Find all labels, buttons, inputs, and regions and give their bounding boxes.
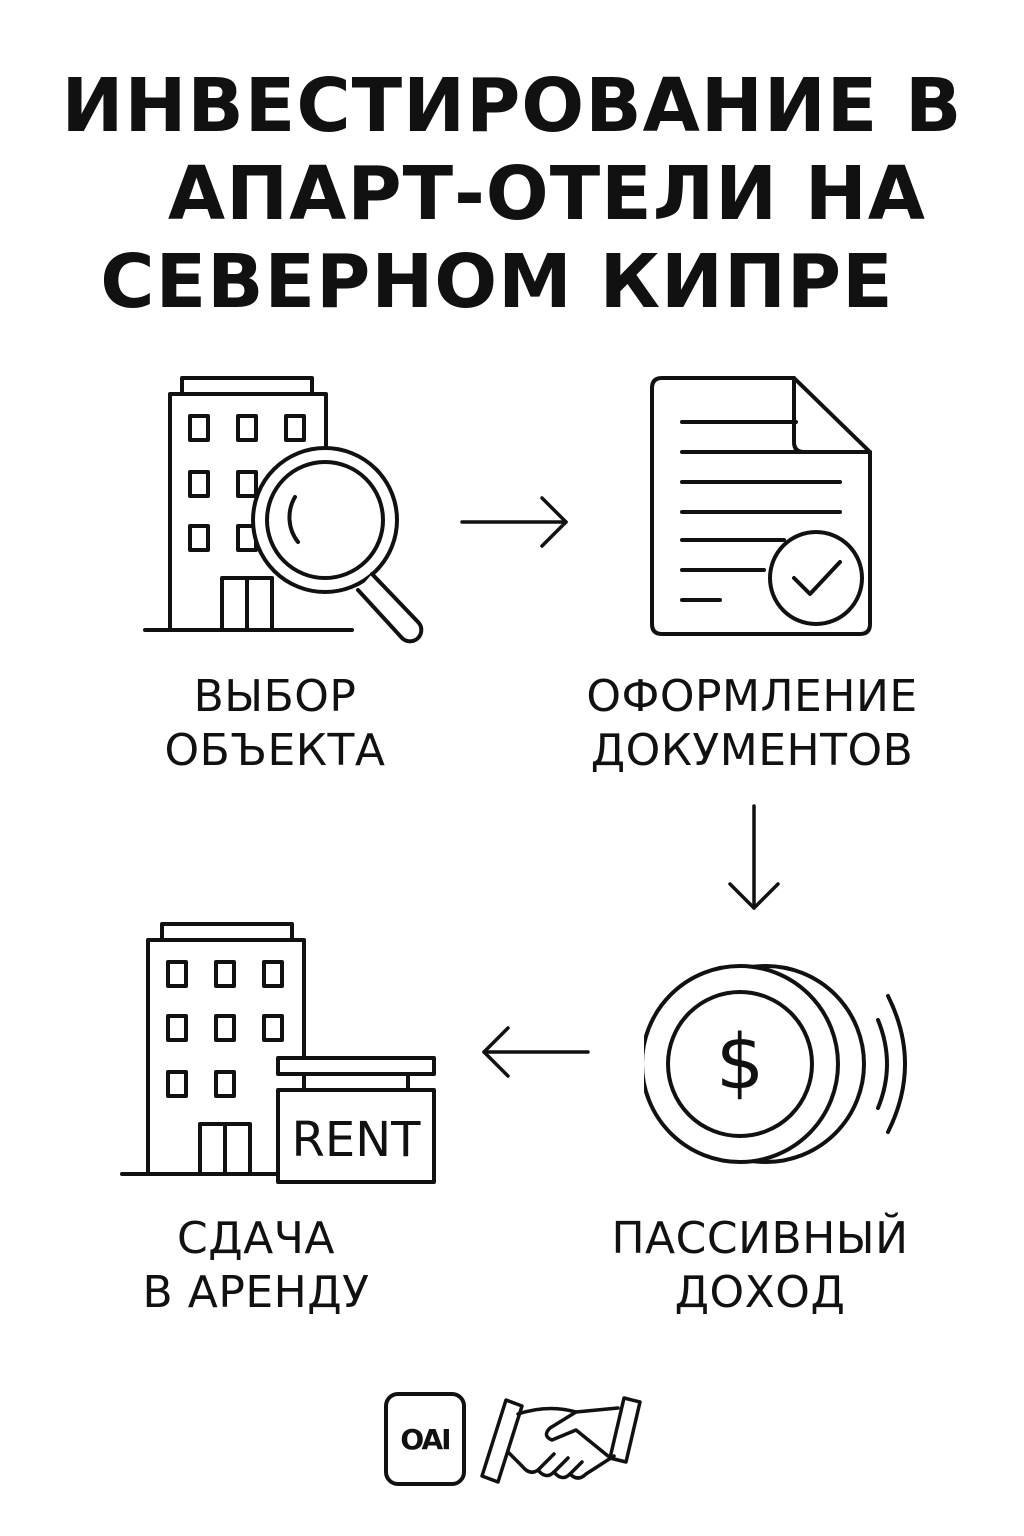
arrow-right-icon xyxy=(460,496,568,548)
arrow-left-icon xyxy=(482,1026,590,1078)
step-label-line: ОБЪЕКТА xyxy=(164,725,386,776)
building-rent-sign-icon: RENT xyxy=(120,922,436,1184)
rent-sign-text: RENT xyxy=(292,1112,422,1168)
step-label-line: ДОКУМЕНТОВ xyxy=(590,725,914,776)
step-label-select-object: ВЫБОР ОБЪЕКТА xyxy=(120,670,430,778)
step-label-line: ДОХОД xyxy=(674,1267,846,1318)
step-label-line: В АРЕНДУ xyxy=(142,1267,370,1318)
building-search-icon xyxy=(143,376,424,644)
handshake-icon xyxy=(480,1396,642,1484)
step-label-line: ВЫБОР xyxy=(193,671,357,722)
title-line-3: СЕВЕРНОМ КИПРЕ xyxy=(100,239,894,325)
step-label-rent-out: СДАЧА В АРЕНДУ xyxy=(96,1212,416,1320)
step-label-passive-income: ПАССИВНЫЙ ДОХОД xyxy=(590,1212,930,1320)
coin-dollar-symbol: $ xyxy=(716,1017,764,1106)
title-line-1: ИНВЕСТИРОВАНИЕ В xyxy=(61,63,963,149)
page-title: ИНВЕСТИРОВАНИЕ В АПАРТ-ОТЕЛИ НА СЕВЕРНОМ… xyxy=(0,62,1024,326)
step-label-documents: ОФОРМЛЕНИЕ ДОКУМЕНТОВ xyxy=(572,670,932,778)
oai-logo: OAI xyxy=(384,1392,466,1486)
arrow-down-icon xyxy=(728,804,780,910)
document-check-icon xyxy=(650,376,872,636)
title-line-2: АПАРТ-ОТЕЛИ НА xyxy=(167,151,927,237)
dollar-coin-icon: $ xyxy=(644,964,907,1164)
step-label-line: ПАССИВНЫЙ xyxy=(611,1213,909,1264)
step-label-line: СДАЧА xyxy=(177,1213,335,1264)
step-label-line: ОФОРМЛЕНИЕ xyxy=(586,671,918,722)
